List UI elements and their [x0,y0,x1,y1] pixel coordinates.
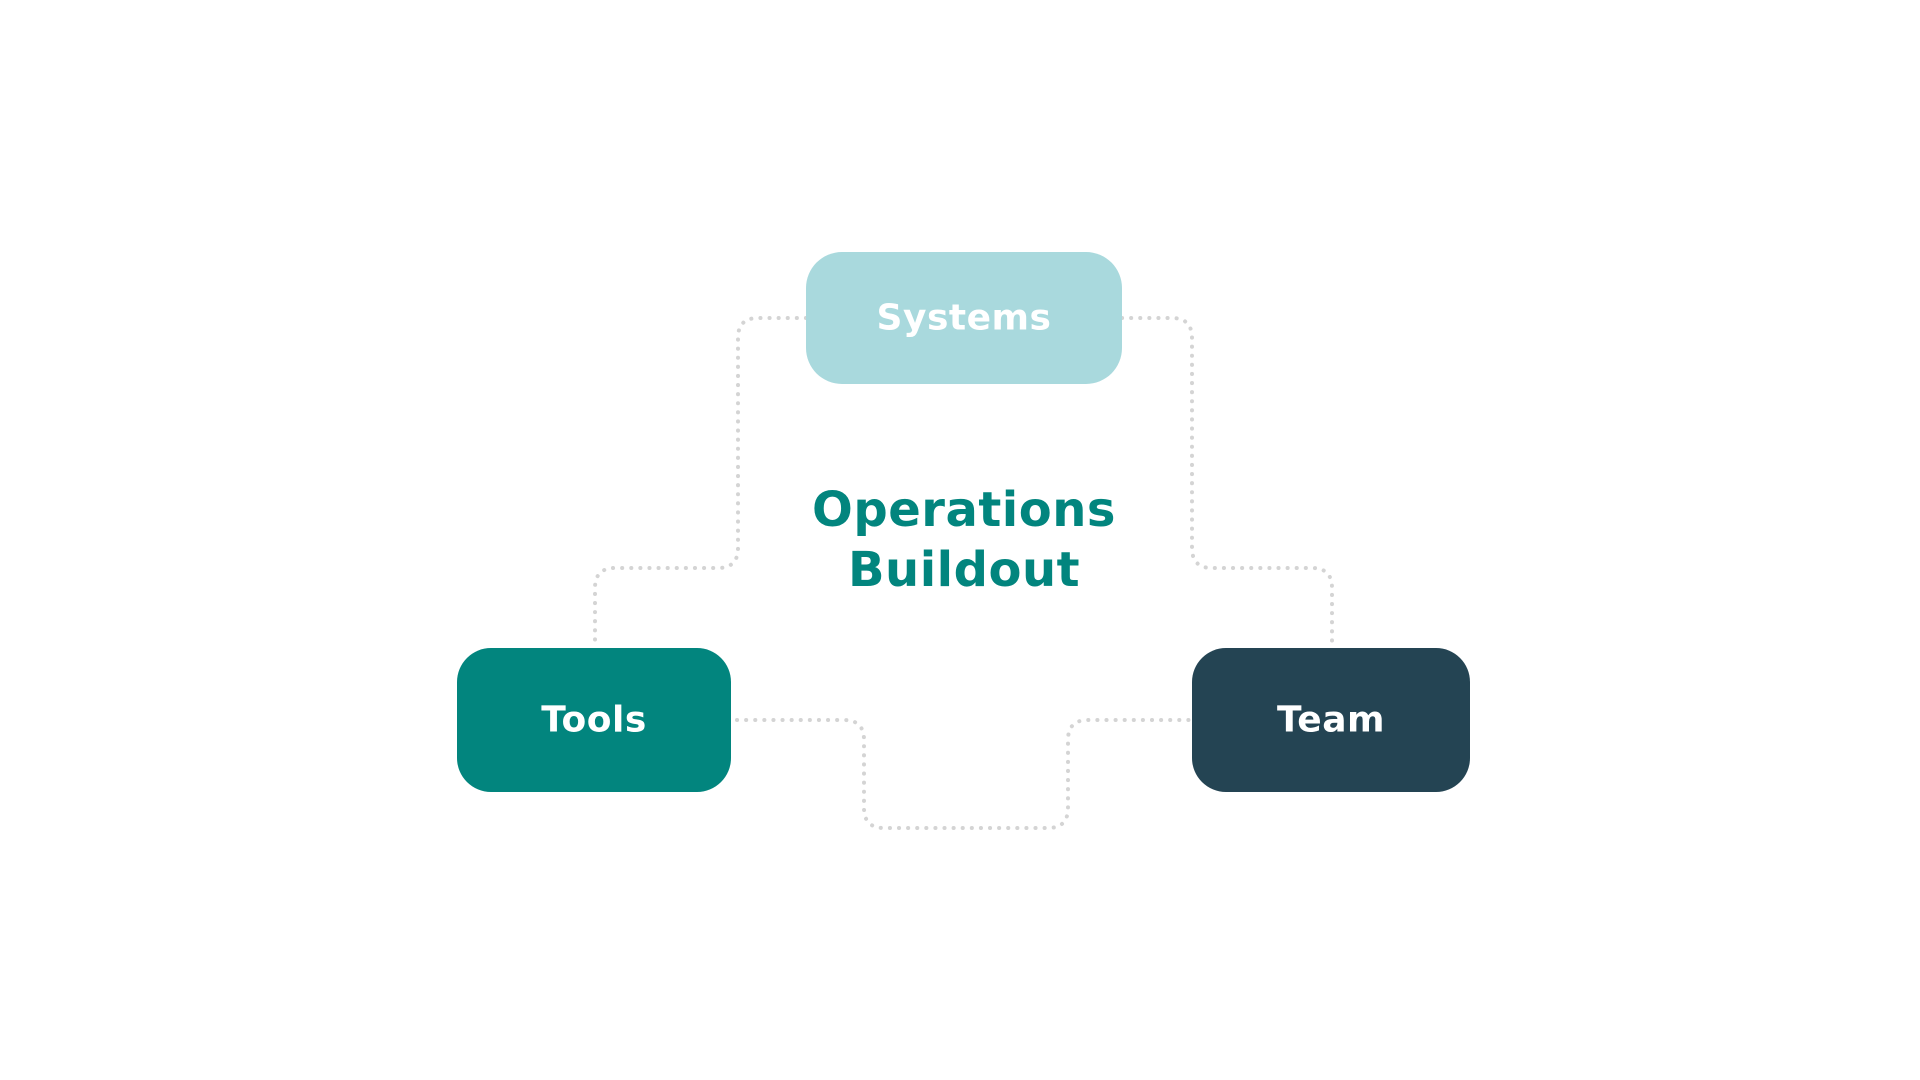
node-team-label: Team [1277,700,1385,741]
node-tools-label: Tools [541,700,647,741]
center-title-line1: Operations [812,482,1116,538]
connector-tools-team [735,718,1192,830]
connector-systems-tools [593,316,808,650]
node-systems: Systems [806,252,1122,384]
node-systems-box [806,252,1122,384]
node-systems-label: Systems [877,298,1052,339]
center-title: Operations Buildout [812,482,1116,598]
node-team: Team [1192,648,1470,792]
node-team-box [1192,648,1470,792]
node-tools-box [457,648,731,792]
node-tools: Tools [457,648,731,792]
connector-systems-team [1120,316,1334,650]
center-title-line2: Buildout [848,542,1080,598]
